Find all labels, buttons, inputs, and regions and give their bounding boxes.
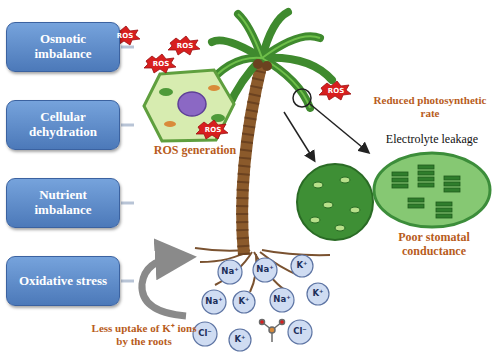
ros-tag: ROS: [169, 42, 201, 50]
ion-label: K⁺: [228, 335, 252, 345]
chloroplast: [374, 153, 490, 227]
coconut: [262, 61, 272, 71]
leader-arrow: [310, 104, 368, 152]
molecule-sketch: [260, 320, 285, 343]
ros-tag: ROS: [145, 60, 177, 68]
ros-tag: ROS: [197, 126, 229, 134]
box-label: Osmotic imbalance: [13, 32, 113, 62]
ion-label: K⁺: [306, 289, 330, 299]
ion-label: Na⁺: [202, 297, 226, 307]
organelle: [159, 88, 173, 96]
coconut: [253, 59, 263, 69]
effect-box: Oxidative stress: [6, 256, 120, 306]
callout-label: ROS generation: [140, 144, 250, 158]
box-tick: [121, 47, 134, 281]
callout-label: Electrolyte leakage: [372, 133, 492, 147]
callout-label: Poor stomatal conductance: [378, 231, 490, 259]
effect-box: Osmotic imbalance: [6, 22, 120, 72]
box-label: Cellular dehydration: [13, 110, 113, 140]
ion-label: Na⁺: [218, 267, 242, 277]
ion-label: Na⁺: [270, 295, 294, 305]
leaf-surface: [297, 164, 373, 240]
grana: [392, 165, 460, 218]
callout-circle: [293, 89, 311, 107]
leader-arrow: [284, 112, 314, 160]
roots: [195, 248, 330, 292]
ros-tag: ROS: [109, 32, 141, 40]
callout-label: Less uptake of K⁺ ions by the roots: [88, 322, 200, 347]
organelle: [208, 85, 220, 91]
callout-label: Reduced photosynthetic rate: [366, 94, 494, 119]
stomata: [310, 177, 360, 231]
palm-trunk: [242, 62, 262, 255]
nucleus: [178, 92, 206, 116]
trunk-rings: [242, 62, 262, 255]
ion-label: K⁺: [290, 261, 314, 271]
ros-splat: [108, 26, 351, 139]
ion-label: K⁺: [232, 297, 256, 307]
ion-circle: [193, 255, 329, 351]
uptake-arrow: [142, 258, 186, 316]
box-label: Oxidative stress: [19, 274, 107, 289]
effect-box: Cellular dehydration: [6, 100, 120, 150]
ros-tag: ROS: [320, 87, 352, 95]
effect-box: Nutrient imbalance: [6, 178, 120, 228]
ion-label: Na⁺: [253, 265, 277, 275]
plant-cell: [144, 70, 234, 141]
box-label: Nutrient imbalance: [13, 188, 113, 218]
organelle: [164, 121, 176, 127]
ion-label: Cl⁻: [288, 327, 312, 337]
ion-label: Cl⁻: [193, 329, 217, 339]
